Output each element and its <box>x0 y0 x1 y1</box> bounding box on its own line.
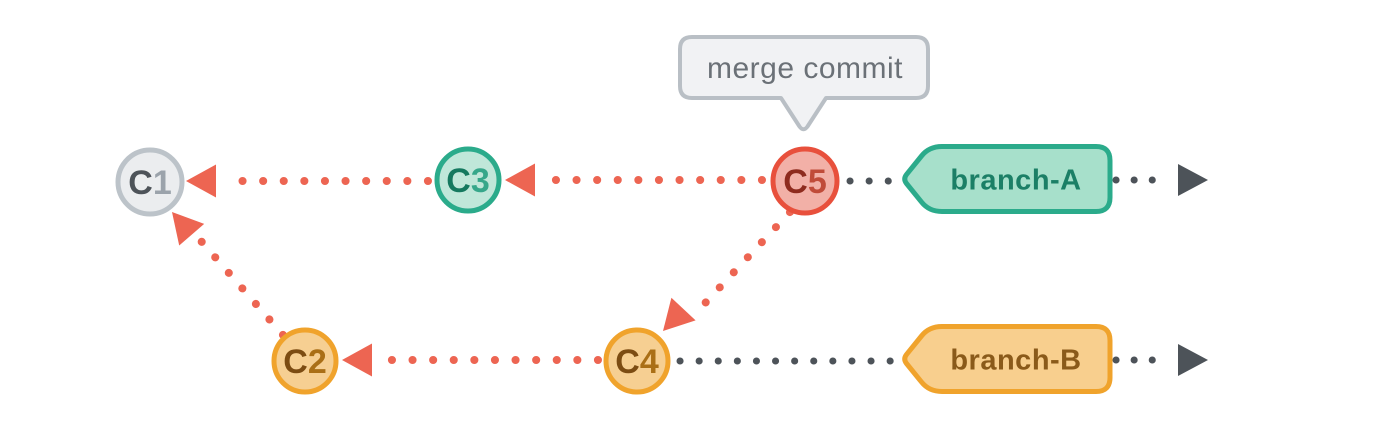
branch-b-tag-shape <box>902 324 1113 394</box>
commit-label-c1-prefix: C <box>128 164 153 202</box>
commit-label-c5-number: 5 <box>808 163 827 201</box>
commit-node-c5: C5 <box>770 146 840 216</box>
commit-label-c2-prefix: C <box>283 343 308 381</box>
commit-circle-c4 <box>603 327 671 395</box>
dotted-line-c2-to-c1 <box>197 237 287 339</box>
commit-node-c4: C4 <box>603 327 671 395</box>
branch-a-forward-arrow-icon <box>1178 164 1208 196</box>
commit-label-c4-number: 4 <box>640 343 659 381</box>
commit-circle-c3 <box>434 146 502 214</box>
arrowhead-into-c1-from-c2-icon <box>172 212 205 246</box>
branch-b-tag: branch-B <box>902 324 1113 394</box>
commit-node-c1: C1 <box>115 147 185 217</box>
commit-label-c5: C5 <box>783 163 826 201</box>
arrowhead-into-c1-icon <box>186 164 216 198</box>
merge-commit-tooltip: merge commit <box>678 35 930 132</box>
commit-node-c3: C3 <box>434 146 502 214</box>
branch-a-label: branch-A <box>950 165 1081 197</box>
commit-circle-c1 <box>115 147 185 217</box>
commit-label-c1-number: 1 <box>153 164 172 202</box>
merge-commit-tooltip-bubble <box>678 35 930 132</box>
arrowhead-into-c4-icon <box>663 297 696 331</box>
commit-label-c2: C2 <box>283 343 326 381</box>
commit-node-c2: C2 <box>271 327 339 395</box>
commit-label-c3: C3 <box>446 162 489 200</box>
arrowhead-into-c2-icon <box>342 343 372 377</box>
dotted-line-c5-to-c4 <box>690 208 794 319</box>
commit-label-c1: C1 <box>128 164 171 202</box>
commit-circle-c5 <box>770 146 840 216</box>
commit-label-c4-prefix: C <box>615 343 640 381</box>
branch-b-label: branch-B <box>950 345 1081 377</box>
commit-label-c5-prefix: C <box>783 163 808 201</box>
branch-a-tag: branch-A <box>902 144 1113 214</box>
branch-a-tag-shape <box>902 144 1113 214</box>
merge-commit-tooltip-label: merge commit <box>707 52 903 85</box>
commit-label-c3-prefix: C <box>446 162 471 200</box>
branch-b-forward-arrow-icon <box>1178 344 1208 376</box>
commit-label-c3-number: 3 <box>471 162 490 200</box>
commit-circle-c2 <box>271 327 339 395</box>
commit-label-c4: C4 <box>615 343 659 381</box>
arrowhead-into-c3-icon <box>505 163 535 197</box>
commit-label-c2-number: 2 <box>308 343 327 381</box>
